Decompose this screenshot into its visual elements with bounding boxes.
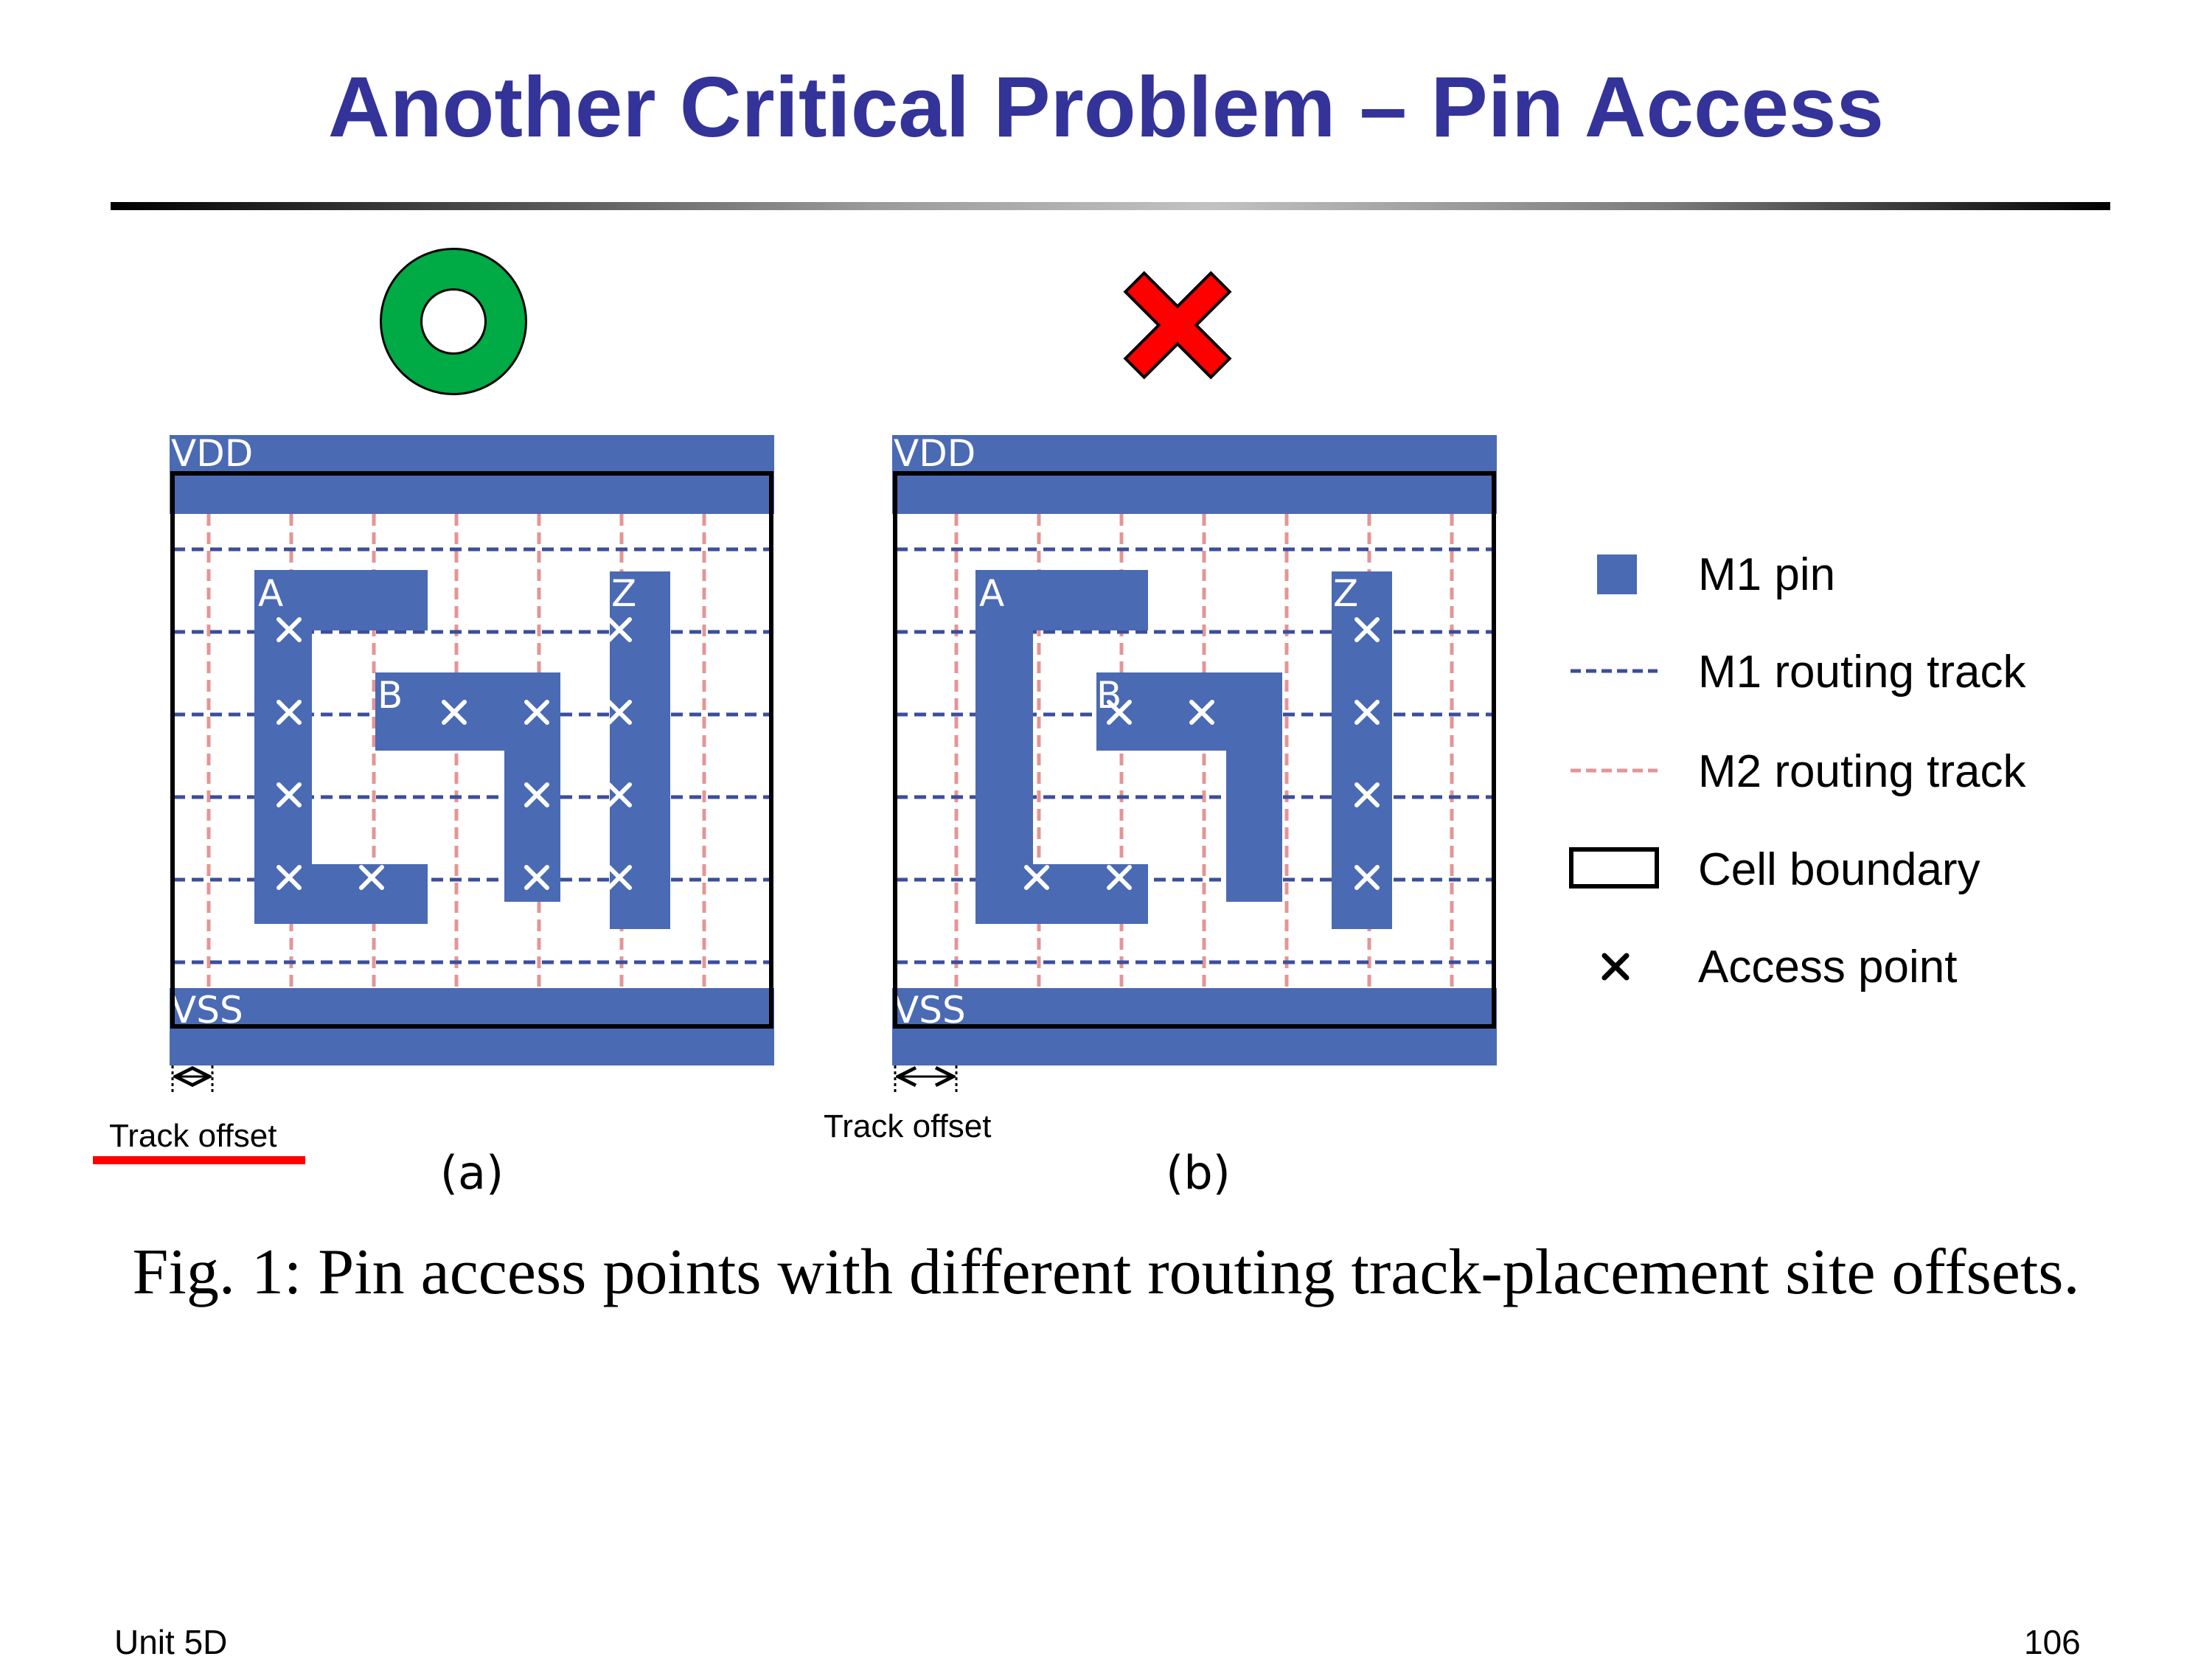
legend-label-m1-pin: M1 pin [1698, 549, 1835, 600]
track-offset-indicator-b [894, 1065, 958, 1095]
slide-title: Another Critical Problem – Pin Access [327, 59, 1885, 155]
page-number: 106 [2024, 1623, 2081, 1661]
pin-a-label: A [258, 572, 283, 615]
vss-rail [892, 988, 1497, 1029]
subfigure-label-a: (a) [440, 1146, 504, 1200]
vdd-rail [892, 435, 1497, 473]
panel-b: VDD VSS A B Z [824, 432, 1497, 1200]
pin-b-shape [375, 672, 560, 902]
access-points-b [1024, 617, 1380, 890]
footer-unit-label: Unit 5D [114, 1623, 228, 1661]
legend-label-access-point: Access point [1698, 942, 1958, 992]
track-offset-indicator-a [171, 1065, 214, 1095]
red-x-icon [1123, 271, 1232, 380]
pin-z-label: Z [611, 572, 636, 615]
green-circle-icon [380, 248, 527, 395]
title-divider [111, 202, 2110, 210]
cell-boundary-icon [1569, 847, 1659, 889]
cell-boundary-b [893, 471, 1496, 1029]
legend-label-m1-track: M1 routing track [1698, 647, 2027, 698]
panel-a: VDD VSS A B Z [93, 432, 774, 1200]
vdd-label: VDD [171, 432, 253, 475]
track-offset-label-a: Track offset [109, 1118, 276, 1154]
legend-label-m2-track: M2 routing track [1698, 746, 2027, 797]
pin-a-label: A [979, 572, 1004, 615]
track-offset-underline [93, 1156, 305, 1164]
subfigure-label-b: (b) [1166, 1146, 1231, 1200]
vss-rail [170, 988, 774, 1029]
figure-caption: Fig. 1: Pin access points with different… [132, 1237, 2080, 1308]
vdd-label: VDD [894, 432, 975, 475]
pin-z-label: Z [1333, 572, 1358, 615]
pin-a-shape [975, 570, 1148, 924]
legend-label-cell-boundary: Cell boundary [1698, 844, 1980, 895]
m1-pin-icon [1597, 554, 1637, 594]
access-point-icon [1601, 953, 1630, 981]
cell-boundary-a [170, 471, 773, 1029]
pin-b-shape [1096, 672, 1282, 902]
pin-b-label: B [378, 674, 403, 717]
vdd-rail [170, 435, 774, 473]
access-points-a [276, 617, 632, 890]
pin-a-shape [254, 570, 428, 924]
track-offset-label-b: Track offset [824, 1108, 991, 1144]
legend: M1 pin M1 routing track M2 routing track… [1569, 549, 2027, 992]
